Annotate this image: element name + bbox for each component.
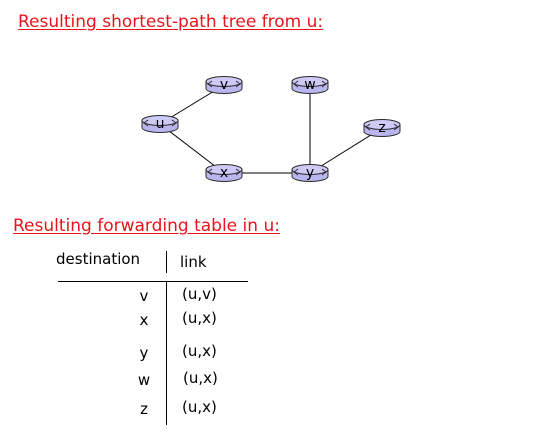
tree-edge-u-x	[159, 123, 225, 174]
table-link-cell: (u,x)	[182, 398, 217, 416]
table-link-cell: (u,x)	[182, 309, 217, 327]
shortest-path-tree-diagram: u v w x y z	[141, 76, 401, 182]
table-destination-cell: w	[137, 371, 151, 389]
table-destination-cell: y	[139, 344, 149, 362]
table-link-cell: (u,x)	[182, 342, 217, 360]
destination-column-header: destination	[56, 250, 141, 268]
link-column-header: link	[180, 253, 207, 271]
table-heading: Resulting forwarding table in u:	[13, 216, 280, 236]
table-header-divider	[166, 251, 167, 273]
table-destination-cell: x	[139, 311, 149, 329]
router-label-u: u	[156, 116, 165, 132]
router-label-v: v	[220, 77, 228, 93]
router-y: y	[291, 164, 329, 182]
table-link-cell: (u,x)	[183, 369, 218, 387]
table-destination-cell: z	[140, 400, 148, 418]
router-x: x	[205, 164, 243, 182]
tree-heading: Resulting shortest-path tree from u:	[18, 12, 324, 32]
router-label-y: y	[306, 165, 314, 181]
router-label-x: x	[220, 165, 228, 181]
router-w: w	[291, 76, 329, 94]
router-u: u	[141, 115, 179, 133]
table-link-cell: (u,v)	[182, 285, 217, 303]
table-destination-cell: v	[139, 287, 149, 305]
table-header-rule	[58, 281, 248, 282]
router-label-w: w	[304, 77, 315, 93]
table-column-divider	[166, 282, 167, 425]
router-v: v	[205, 76, 243, 94]
router-z: z	[363, 119, 401, 137]
router-label-z: z	[378, 120, 385, 136]
